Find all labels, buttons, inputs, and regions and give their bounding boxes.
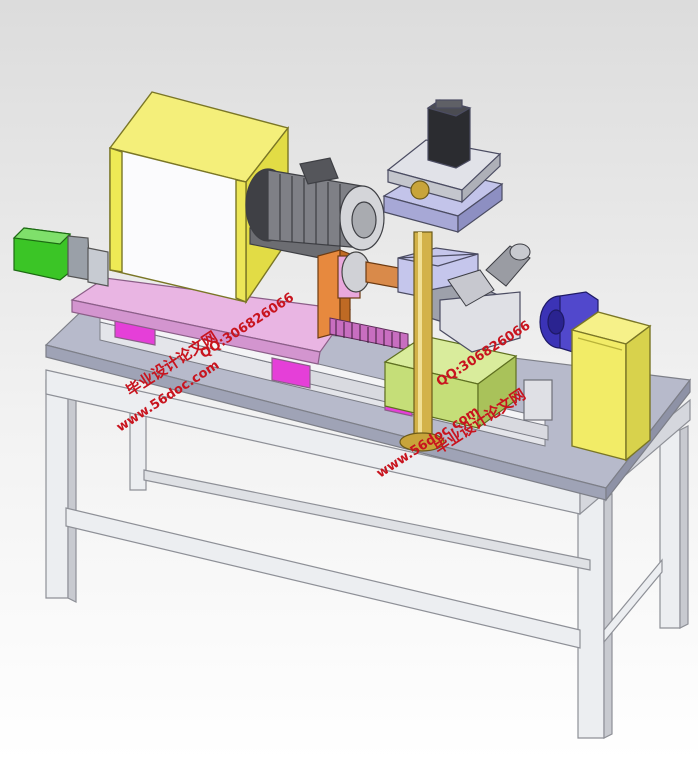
servo-encoder-cap — [435, 99, 463, 109]
frame-lower-rail-back — [143, 469, 591, 571]
frame-leg-far-right — [659, 429, 681, 629]
bearing-seat — [410, 180, 430, 200]
auxiliary-motor — [447, 243, 531, 307]
grey-slide-table — [439, 291, 521, 353]
headstock-slide — [70, 277, 413, 417]
frame-leg-front-right — [577, 497, 605, 739]
column-shaft — [413, 231, 433, 445]
left-servo-motor — [12, 227, 109, 287]
control-cabinet — [570, 311, 652, 462]
vertical-column-assembly — [382, 99, 521, 452]
main-drive-motor — [245, 157, 385, 263]
gear-rack — [329, 317, 409, 351]
terminal-box — [299, 157, 339, 185]
handwheel-bracket — [523, 379, 553, 421]
magenta-slide-block-2 — [271, 357, 311, 389]
frame-leg-front-left — [45, 379, 69, 599]
motor-flange — [67, 235, 91, 281]
worm-gearbox — [447, 269, 495, 307]
frame-lower-rail-side — [603, 558, 663, 644]
frame-lower-rail-front — [65, 507, 581, 649]
column-base-flange — [399, 432, 445, 452]
cabinet-side — [625, 324, 651, 462]
motor-coupling — [87, 247, 109, 287]
